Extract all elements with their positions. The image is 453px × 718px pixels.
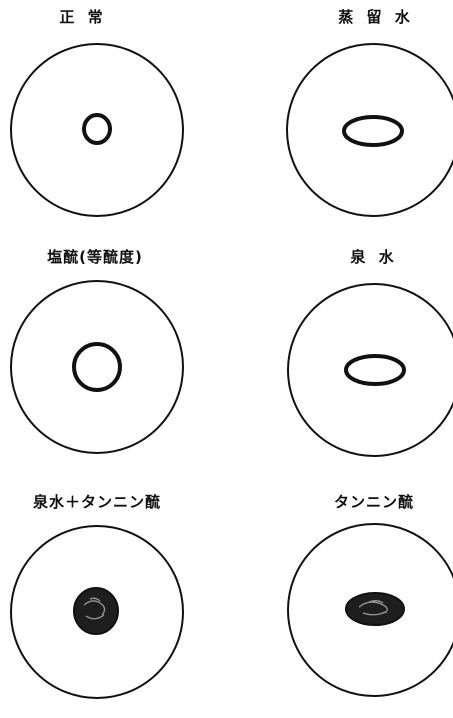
figure-distilled-water (227, 0, 453, 233)
outer-circle (288, 284, 453, 456)
panel-normal: 正 常 (0, 0, 226, 233)
figure-spring-water-tannic-acid (0, 485, 226, 718)
stained-cell-oval (346, 593, 404, 625)
figure-normal (0, 0, 226, 233)
outer-circle (287, 44, 453, 216)
figure-tannic-acid (227, 485, 453, 718)
panel-saline-isotonic: 塩酼(等酼度) (0, 240, 226, 473)
outer-circle (11, 44, 183, 216)
inner-ring-small (84, 115, 110, 143)
outer-circle (11, 281, 183, 453)
stained-cell-round (74, 588, 118, 634)
inner-ring-oval (346, 356, 404, 384)
panel-tannic-acid: タンニン酼 (227, 485, 453, 718)
panel-distilled-water: 蒸 留 水 (227, 0, 453, 233)
panel-spring-water-tannic-acid: 泉水＋タンニン酼 (0, 485, 226, 718)
figure-spring-water (227, 240, 453, 473)
panel-spring-water: 泉 水 (227, 240, 453, 473)
inner-ring-oval (344, 117, 402, 145)
figure-saline-isotonic (0, 240, 226, 473)
inner-ring-large (74, 344, 120, 390)
